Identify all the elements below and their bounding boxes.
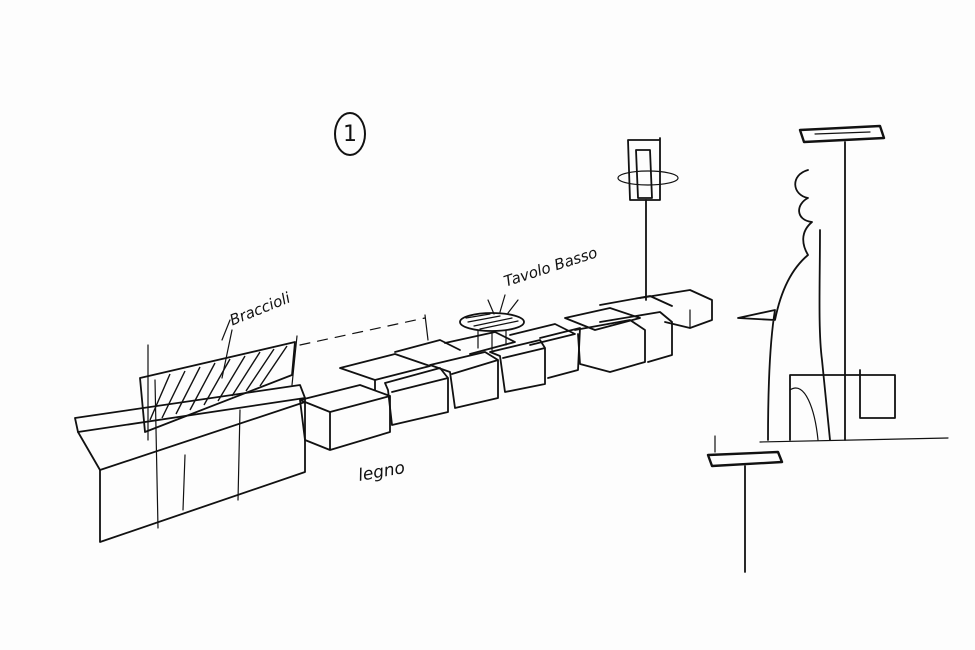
floor-lamp-front bbox=[706, 435, 784, 573]
sketch-number: 1 bbox=[334, 112, 366, 156]
armrest bbox=[139, 329, 298, 441]
floor-lamp-right bbox=[798, 124, 886, 441]
floor-lamp-back bbox=[617, 137, 679, 301]
low-table bbox=[459, 294, 525, 351]
human-figure bbox=[737, 169, 831, 441]
armrest-hatching bbox=[149, 345, 288, 421]
bench-block bbox=[74, 379, 306, 543]
leader-braccioli bbox=[221, 319, 231, 341]
floor-line bbox=[759, 437, 949, 443]
back-rail bbox=[299, 314, 429, 346]
stool-frame bbox=[789, 369, 896, 441]
cube-seats bbox=[299, 289, 713, 451]
